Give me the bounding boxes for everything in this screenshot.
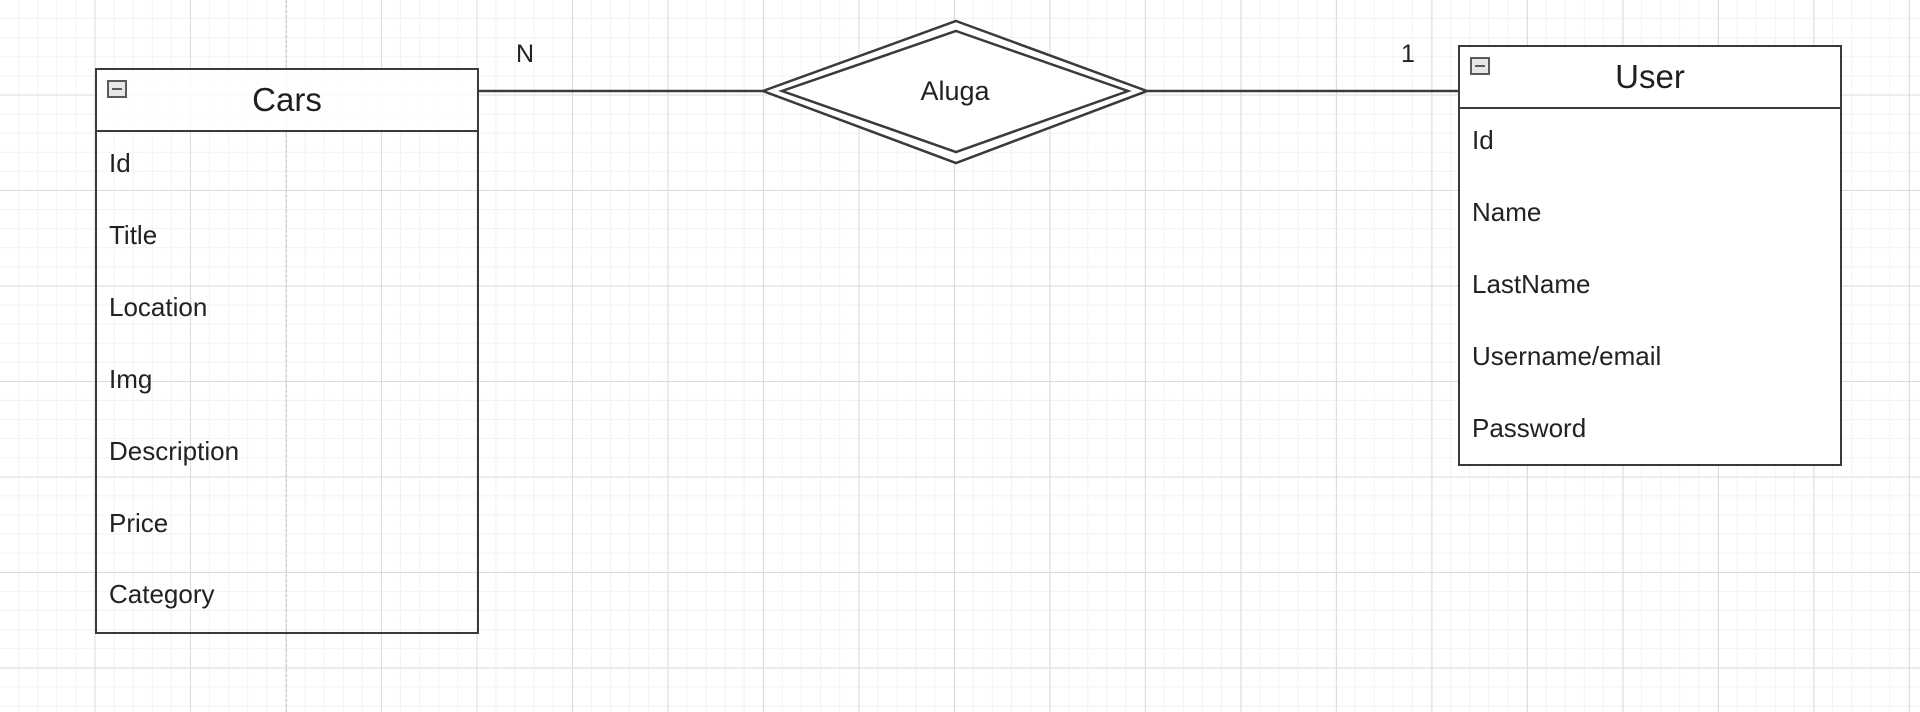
vertical-guide-line — [286, 0, 287, 712]
attribute-row[interactable]: Id — [109, 148, 131, 178]
cardinality-right: 1 — [1401, 40, 1415, 68]
attribute-row[interactable]: Name — [1472, 197, 1542, 227]
attribute-row[interactable]: Id — [1472, 125, 1494, 155]
cardinality-left: N — [516, 40, 535, 68]
relationship-label: Aluga — [920, 76, 990, 106]
entity-title: User — [1615, 58, 1685, 95]
attribute-row[interactable]: LastName — [1472, 269, 1591, 299]
entity-cars[interactable]: Cars Id Title Location Img Description P… — [95, 68, 479, 634]
attribute-row[interactable]: Title — [109, 220, 158, 250]
attribute-row[interactable]: Category — [109, 579, 215, 609]
collapse-minus-icon[interactable] — [1470, 57, 1490, 75]
attribute-row[interactable]: Location — [109, 292, 208, 322]
attribute-row[interactable]: Username/email — [1472, 341, 1662, 371]
entity-header[interactable]: User — [1460, 47, 1840, 109]
entity-header[interactable]: Cars — [97, 70, 477, 132]
collapse-minus-icon[interactable] — [107, 80, 127, 98]
attribute-row[interactable]: Description — [109, 436, 240, 466]
attribute-row[interactable]: Price — [109, 508, 169, 538]
attribute-row[interactable]: Img — [109, 364, 153, 394]
relationship-diamond-inner — [778, 29, 1132, 154]
attribute-row[interactable]: Password — [1472, 413, 1587, 443]
entity-title: Cars — [252, 81, 322, 118]
entity-user[interactable]: User Id Name LastName Username/email Pas… — [1458, 45, 1842, 466]
relationship-diamond-outer[interactable] — [759, 19, 1151, 165]
